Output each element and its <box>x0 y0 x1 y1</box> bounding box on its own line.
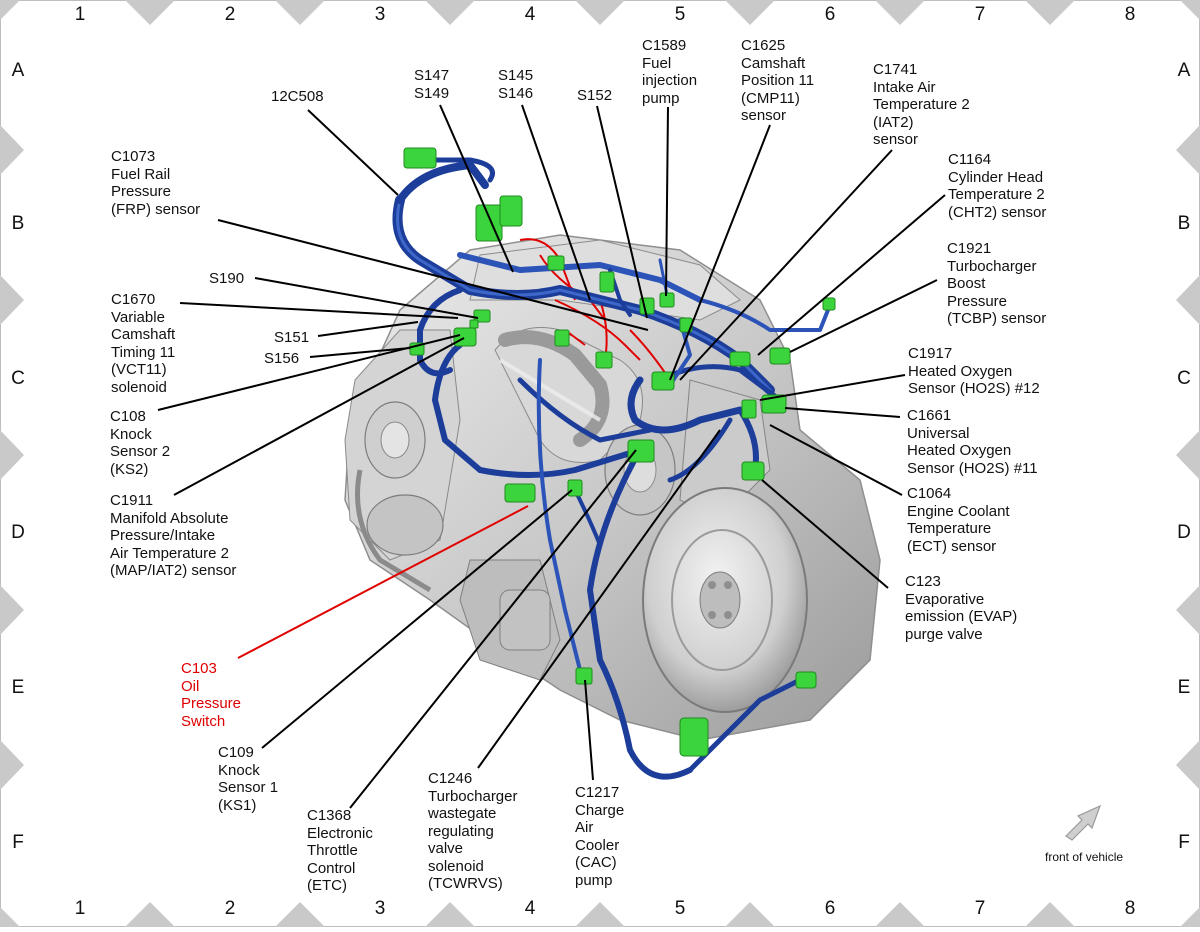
grid-col-1-bottom: 1 <box>74 898 86 919</box>
grid-col-6-top: 6 <box>824 4 836 25</box>
grid-col-5-bottom: 5 <box>674 898 686 919</box>
front-of-vehicle-arrow-icon <box>1065 804 1102 841</box>
connectors <box>403 147 836 757</box>
label-c1625: C1625 Camshaft Position 11 (CMP11) senso… <box>741 37 815 124</box>
label-c1064: C1064 Engine Coolant Temperature (ECT) s… <box>907 485 1010 555</box>
front-of-vehicle-label: front of vehicle <box>1045 850 1124 864</box>
label-c1741: C1741 Intake Air Temperature 2 (IAT2) se… <box>873 61 970 148</box>
label-s145-s146: S145 S146 <box>498 67 534 102</box>
label-c1589: C1589 Fuel injection pump <box>642 37 698 107</box>
label-c109: C109 Knock Sensor 1 (KS1) <box>218 744 279 814</box>
grid-col-5-top: 5 <box>674 4 686 25</box>
grid-col-2-bottom: 2 <box>224 898 236 919</box>
grid-markers-left <box>0 125 24 790</box>
grid-row-c-right: C <box>1177 368 1191 389</box>
label-s156: S156 <box>264 350 300 367</box>
grid-row-a-right: A <box>1177 60 1191 81</box>
grid-row-b-left: B <box>11 213 25 234</box>
grid-row-e-right: E <box>1177 677 1191 698</box>
label-s190: S190 <box>209 270 245 287</box>
label-c1164: C1164 Cylinder Head Temperature 2 (CHT2)… <box>948 151 1047 221</box>
label-c1368: C1368 Electronic Throttle Control (ETC) <box>307 807 373 894</box>
grid-row-c-left: C <box>11 368 25 389</box>
grid-row-d-right: D <box>1177 522 1191 543</box>
grid-markers-bottom <box>0 902 1200 927</box>
label-c1073: C1073 Fuel Rail Pressure (FRP) sensor <box>111 148 201 218</box>
grid-row-a-left: A <box>11 60 25 81</box>
label-c1217: C1217 Charge Air Cooler (CAC) pump <box>575 784 625 889</box>
grid-col-2-top: 2 <box>224 4 236 25</box>
label-12c508: 12C508 <box>271 88 324 105</box>
grid-markers-right <box>1176 125 1200 790</box>
label-c1661: C1661 Universal Heated Oxygen Sensor (HO… <box>907 407 1038 477</box>
label-c1921: C1921 Turbocharger Boost Pressure (TCBP)… <box>947 240 1047 327</box>
grid-col-4-bottom: 4 <box>524 898 536 919</box>
grid-col-7-top: 7 <box>974 4 986 25</box>
grid-row-f-right: F <box>1178 832 1190 853</box>
grid-col-1-top: 1 <box>74 4 86 25</box>
grid-col-8-bottom: 8 <box>1124 898 1136 919</box>
leader-lines <box>157 104 946 809</box>
label-c123: C123 Evaporative emission (EVAP) purge v… <box>905 573 1018 643</box>
grid-col-7-bottom: 7 <box>974 898 986 919</box>
label-s151: S151 <box>274 329 310 346</box>
grid-row-f-left: F <box>12 832 24 853</box>
label-c108: C108 Knock Sensor 2 (KS2) <box>110 408 171 478</box>
wire-harness <box>392 157 832 780</box>
grid-col-8-top: 8 <box>1124 4 1136 25</box>
grid-col-3-bottom: 3 <box>374 898 386 919</box>
grid-col-3-top: 3 <box>374 4 386 25</box>
grid-row-d-left: D <box>11 522 25 543</box>
engine-illustration <box>344 234 881 741</box>
label-c1246: C1246 Turbocharger wastegate regulating … <box>428 770 518 892</box>
label-c1911: C1911 Manifold Absolute Pressure/Intake … <box>110 492 237 579</box>
grid-row-e-left: E <box>11 677 25 698</box>
label-s152: S152 <box>577 87 613 104</box>
label-c1670: C1670 Variable Camshaft Timing 11 (VCT11… <box>111 291 176 396</box>
label-c103: C103 Oil Pressure Switch <box>181 660 242 730</box>
label-c1917: C1917 Heated Oxygen Sensor (HO2S) #12 <box>908 345 1040 397</box>
label-s147-s149: S147 S149 <box>414 67 450 102</box>
grid-col-4-top: 4 <box>524 4 536 25</box>
grid-row-b-right: B <box>1177 213 1191 234</box>
grid-col-6-bottom: 6 <box>824 898 836 919</box>
grid-markers-top <box>0 0 1200 25</box>
leader-line-c103 <box>237 505 529 659</box>
